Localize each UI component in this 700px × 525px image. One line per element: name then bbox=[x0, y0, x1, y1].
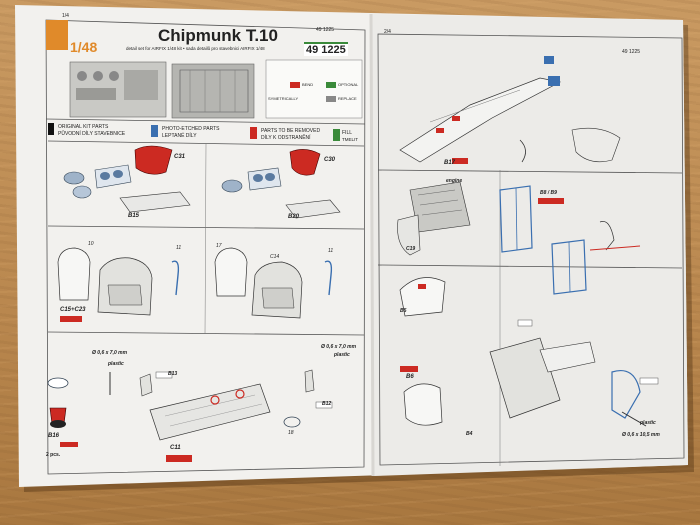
label-b6: B6 bbox=[406, 374, 414, 380]
label-engine: engine bbox=[446, 178, 463, 184]
label-plastic-left: Ø 0,6 x 7,0 mm bbox=[92, 350, 128, 356]
label-b13: B13 bbox=[168, 371, 178, 377]
fret-thumbnail-right bbox=[171, 63, 255, 119]
label-c15c23: C15+C23 bbox=[60, 307, 86, 313]
label-b4: B4 bbox=[466, 431, 473, 437]
label-c11: C11 bbox=[170, 445, 181, 451]
symbol-bend: BEND bbox=[302, 82, 314, 87]
symbol-optional: OPTIONAL bbox=[338, 82, 359, 87]
legend-pe-parts-cz: LEPTANÉ DÍLY bbox=[162, 133, 197, 139]
scale-label: 1/48 bbox=[70, 39, 98, 55]
label-b12: B12 bbox=[322, 401, 332, 407]
label-c19: C19 bbox=[406, 246, 416, 252]
label-11a: 11 bbox=[176, 245, 182, 251]
legend-fill: FILL bbox=[342, 130, 353, 136]
kit-code-right: 49 1225 bbox=[622, 49, 641, 55]
legend-remove-cz: DÍLY K ODSTRANĚNÍ bbox=[261, 135, 311, 141]
label-c14: C14 bbox=[270, 254, 280, 260]
page-number-right: 2/4 bbox=[384, 29, 391, 35]
label-b15: B15 bbox=[128, 213, 140, 219]
legend-original-parts-cz: PŮVODNÍ DÍLY STAVEBNICE bbox=[58, 131, 126, 137]
label-b8b9: B8 / B9 bbox=[540, 190, 557, 196]
label-plastic-right-word: plastic bbox=[334, 352, 350, 358]
legend-pe-parts: PHOTO-ETCHED PARTS bbox=[162, 126, 220, 132]
label-c31: C31 bbox=[174, 154, 186, 160]
label-plastic-left-word: plastic bbox=[108, 361, 124, 367]
kit-title: Chipmunk T.10 bbox=[158, 26, 278, 45]
kit-subtitle: detail set for AIRFIX 1/48 kit • sada de… bbox=[126, 46, 265, 51]
label-17: 17 bbox=[216, 243, 222, 249]
kit-code-badge: 49 1225 bbox=[304, 42, 348, 56]
label-c30: C30 bbox=[324, 157, 336, 163]
legend-fill-cz: TMELIT bbox=[342, 137, 359, 142]
symbol-legend bbox=[265, 59, 363, 119]
label-10: 10 bbox=[88, 241, 94, 247]
symbol-symetrically: SYMETRICALLY bbox=[268, 96, 299, 101]
label-2-pcs: 2 pcs. bbox=[46, 452, 61, 458]
legend-original-parts: ORIGINAL KIT PARTS bbox=[58, 124, 109, 130]
label-b16: B16 bbox=[48, 433, 60, 439]
logo-badge bbox=[46, 20, 68, 50]
legend-remove: PARTS TO BE REMOVED bbox=[261, 128, 321, 134]
label-plastic-right: Ø 0,6 x 7,0 mm bbox=[321, 344, 357, 350]
label-b20: B20 bbox=[288, 214, 300, 220]
symbol-replace: REPLACE bbox=[338, 96, 357, 101]
kit-code-small: 49 1225 bbox=[316, 27, 335, 33]
label-11b: 11 bbox=[328, 248, 334, 254]
label-18: 18 bbox=[288, 430, 294, 436]
page-number-left: 1/4 bbox=[62, 13, 69, 19]
label-plastic-bottom-size: Ø 0,6 x 10,5 mm bbox=[622, 432, 660, 438]
label-plastic-bottom: plastic bbox=[640, 420, 656, 426]
label-b17: B17 bbox=[444, 160, 456, 166]
label-b5: B5 bbox=[400, 308, 407, 314]
